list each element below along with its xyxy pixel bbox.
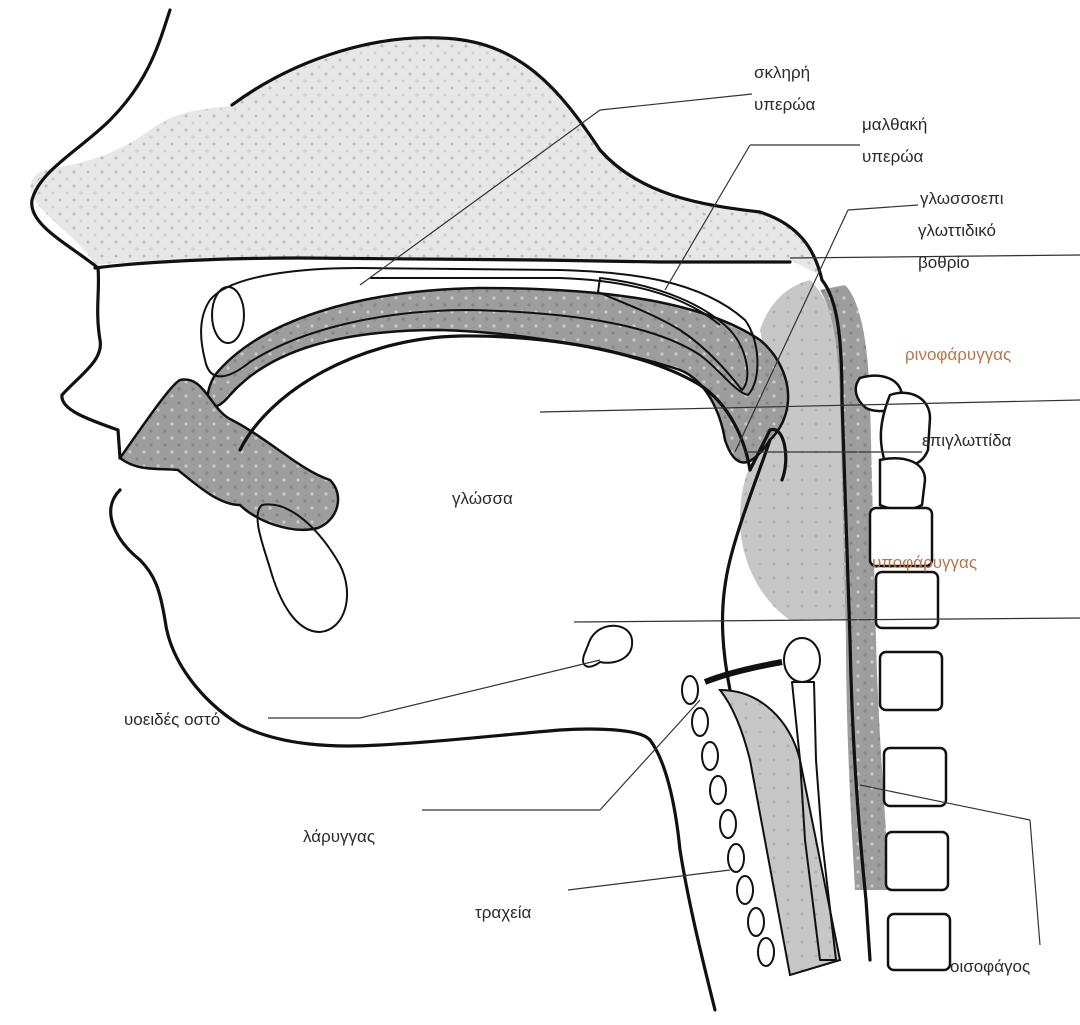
soft-palate-band: [208, 288, 788, 463]
vallecula-label-line3: βοθρίο: [918, 253, 970, 272]
soft-palate-label-line2: υπερώα: [862, 147, 924, 166]
soft-palate-label-line1: μαλθακή: [862, 115, 927, 134]
hyoid-bone: [583, 626, 632, 667]
maxilla-tooth: [212, 287, 244, 343]
trachea-label: τραχεία: [475, 903, 531, 922]
larynx-label: λάρυγγας: [303, 827, 375, 846]
cricoid-cartilage: [784, 638, 820, 682]
hyoid-label: υοειδές οστό: [124, 710, 220, 729]
nasal-cavity: [31, 38, 820, 275]
oral-opening: [120, 380, 338, 530]
chin-neck-outline: [111, 490, 715, 1010]
vocal-fold: [705, 662, 782, 682]
hard-palate-label-line2: υπερώα: [754, 95, 816, 114]
hypopharynx-label: υποφάρυγγας: [872, 553, 977, 572]
nasopharynx-label: ρινοφάρυγγας: [905, 345, 1011, 364]
tongue-label: γλώσσα: [452, 489, 513, 508]
vallecula-label-line2: γλωττιδικό: [918, 221, 996, 240]
esophagus-label: οισοφάγος: [950, 957, 1030, 976]
vallecula-label-line1: γλωσσοεπι: [920, 189, 1004, 208]
hard-palate-label-line1: σκληρή: [754, 63, 810, 82]
epiglottis-label: επιγλωττίδα: [922, 431, 1012, 450]
